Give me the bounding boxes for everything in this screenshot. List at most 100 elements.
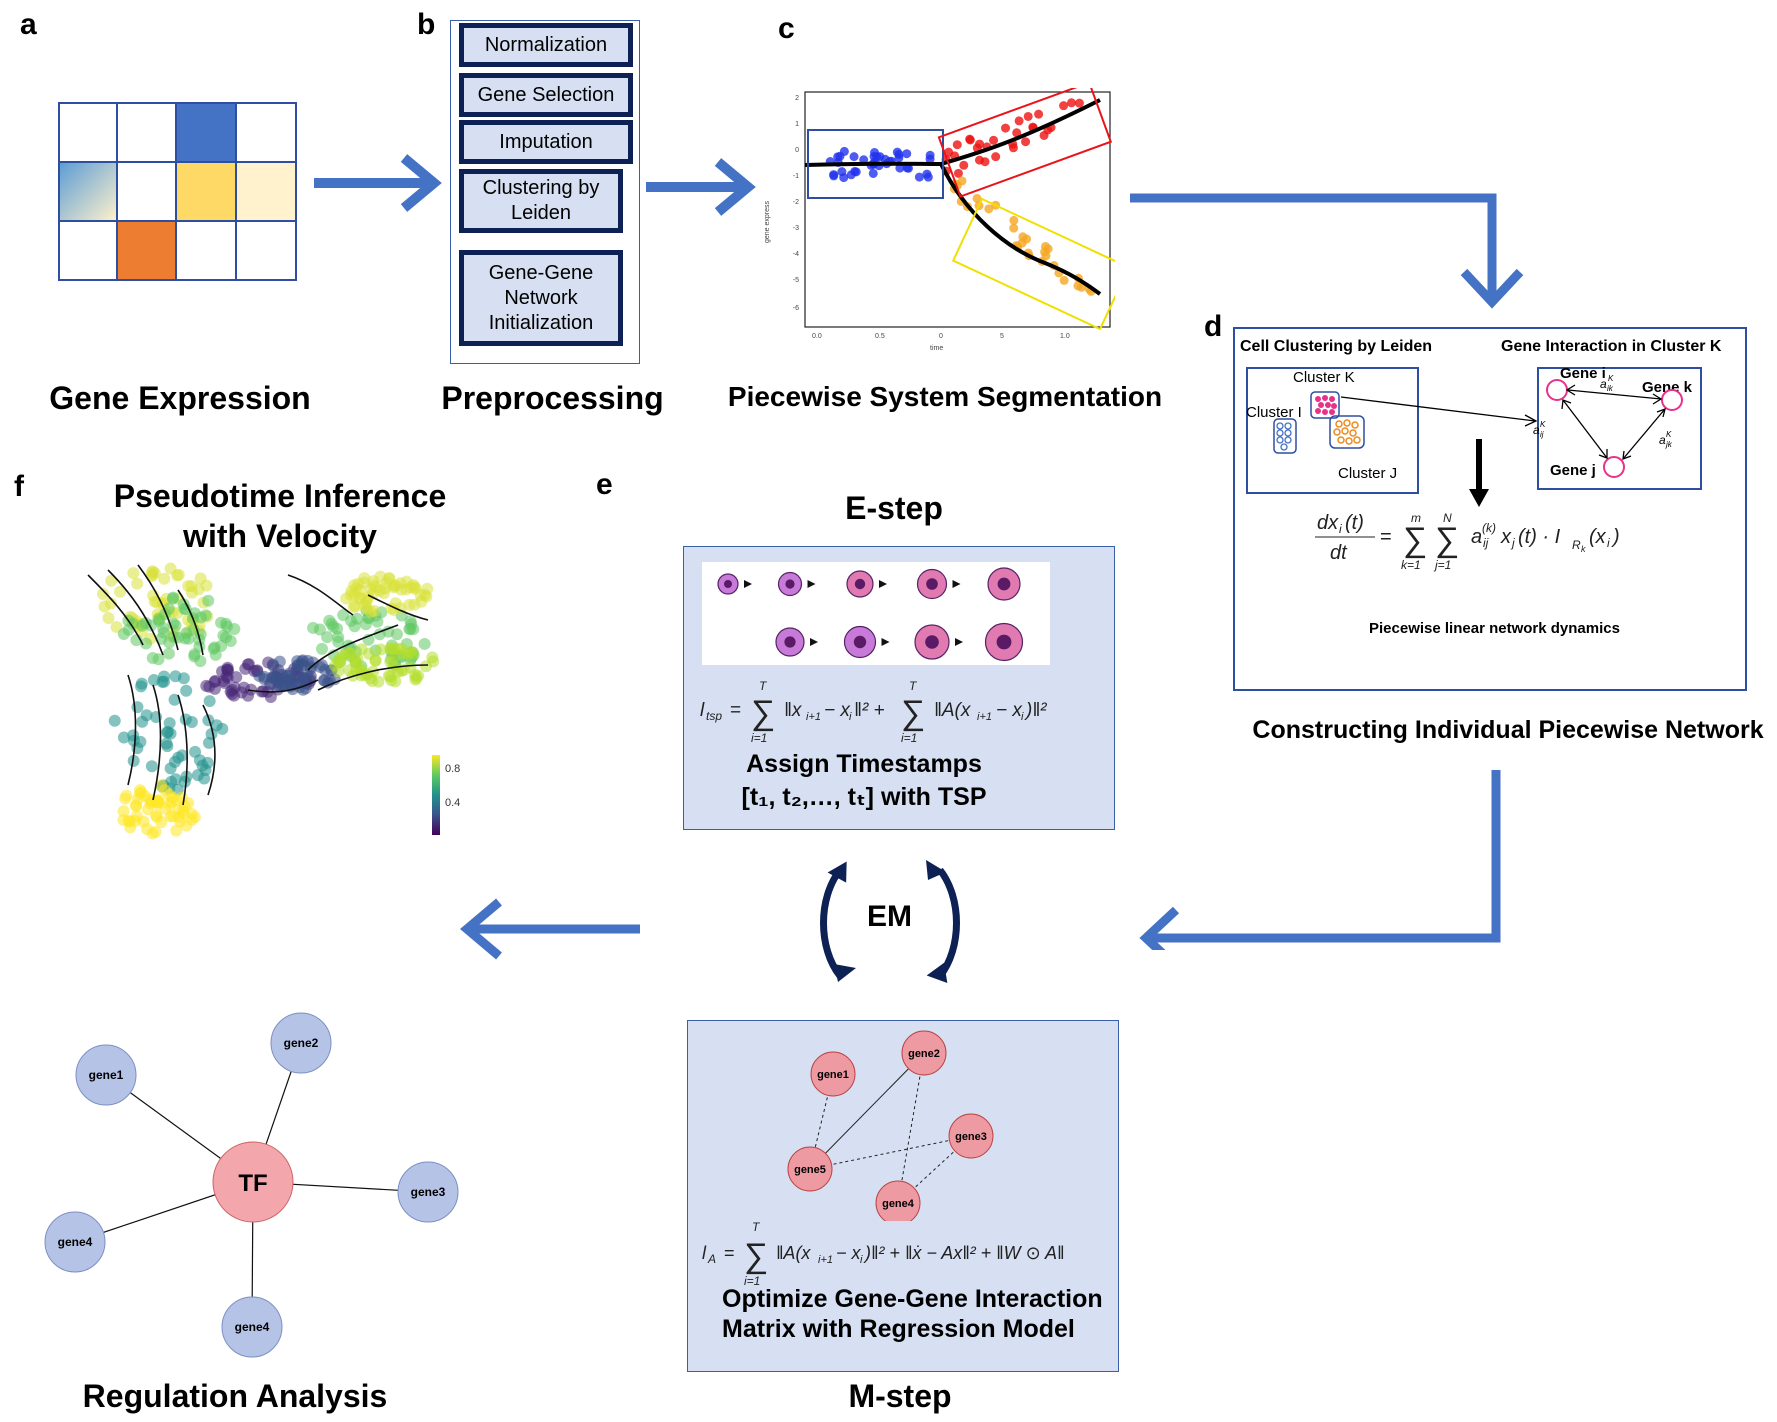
- embedding-dot: [337, 609, 350, 622]
- svg-text:∑: ∑: [744, 1237, 768, 1275]
- embedding-dot: [408, 582, 421, 595]
- embedding-dot: [185, 808, 198, 821]
- ytick: -4: [793, 251, 799, 258]
- gene-i-label: Gene i: [1560, 365, 1606, 382]
- preprocessing-stack: Normalization Gene Selection Imputation …: [450, 20, 640, 364]
- embedding-dot: [137, 815, 150, 828]
- embedding-dot: [392, 642, 405, 655]
- arrow-right-icon: [879, 580, 887, 588]
- svg-text:(x: (x: [1589, 526, 1607, 548]
- scatter-dot: [1023, 111, 1033, 121]
- scatter-dot: [914, 172, 924, 182]
- embedding-dot: [321, 631, 334, 644]
- embedding-dot: [348, 620, 361, 633]
- embedding-dot: [160, 737, 173, 750]
- ytick: 2: [795, 95, 799, 102]
- colorbar-tick-low: 0.4: [445, 797, 460, 809]
- embedding-dot: [182, 797, 195, 810]
- embedding-dot: [299, 682, 312, 695]
- svg-text:ij: ij: [1483, 536, 1489, 550]
- embedding-dot: [161, 725, 174, 738]
- embedding-dot: [196, 759, 209, 772]
- step-network-init: Gene-Gene Network Initialization: [459, 250, 623, 346]
- segmentation-scatter: 2 1 0 -1 -2 -3 -4 -5 -6 0.0 0.5 0 5 1.0 …: [764, 88, 1115, 352]
- cell-nucleus-icon: [925, 635, 939, 649]
- mstep-node-gene2: gene2: [908, 1048, 940, 1060]
- reg-node-gene3: gene3: [411, 1185, 446, 1199]
- arrow-left-icon: [1139, 770, 1501, 950]
- embedding-dot: [169, 773, 182, 786]
- svg-text:ij: ij: [1540, 430, 1544, 439]
- svg-text:(k): (k): [1482, 521, 1496, 535]
- tf-node: TF: [238, 1170, 267, 1197]
- svg-text:∑: ∑: [901, 694, 925, 732]
- scatter-dot: [1043, 244, 1053, 254]
- cell-nucleus-icon: [784, 636, 796, 648]
- embedding-dot: [157, 626, 170, 639]
- reg-node-gene1: gene1: [89, 1068, 124, 1082]
- embedding-dot: [202, 594, 215, 607]
- ytick: -2: [793, 199, 799, 206]
- scatter-dot: [984, 204, 994, 214]
- embedding-dot: [307, 621, 320, 634]
- scatter-dot: [1001, 123, 1011, 133]
- embedding-dot: [371, 615, 384, 628]
- scatter-dot: [1018, 232, 1028, 242]
- scatter-dot: [1021, 137, 1031, 147]
- embedding-dot: [367, 579, 380, 592]
- step-clustering: Clustering by Leiden: [459, 169, 623, 233]
- ytick: 0: [795, 147, 799, 154]
- scatter-dot: [1059, 101, 1069, 111]
- embedding-dot: [130, 798, 143, 811]
- embedding-dot: [98, 600, 111, 613]
- arrow-right-icon: [646, 158, 756, 216]
- panel-label-d: d: [1204, 310, 1223, 343]
- reg-node-gene4b: gene4: [235, 1320, 270, 1334]
- mstep-node-gene3: gene3: [955, 1131, 987, 1143]
- scatter-dot: [902, 149, 912, 159]
- scatter-dot: [1039, 130, 1049, 140]
- embedding-dot: [158, 784, 171, 797]
- svg-text:‖A(x: ‖A(x: [934, 700, 972, 721]
- embedding-dot: [191, 769, 204, 782]
- arrow-right-icon: [744, 580, 752, 588]
- embedding-dot: [135, 786, 148, 799]
- title-regulation: Regulation Analysis: [82, 1378, 388, 1414]
- panel-label-e: e: [596, 468, 613, 501]
- estep-line2: [t₁, t₂,…, tₜ] with TSP: [741, 783, 987, 811]
- embedding-dot: [209, 648, 222, 661]
- scatter-dot: [895, 163, 905, 173]
- svg-text:a: a: [1471, 526, 1482, 548]
- scatter-dot: [1066, 98, 1076, 108]
- svg-text:∑: ∑: [1435, 521, 1459, 559]
- embedding-dot: [194, 572, 207, 585]
- panel-label-b: b: [417, 8, 436, 41]
- svg-text:l: l: [700, 700, 705, 721]
- gene-network-mstep: gene1 gene2 gene3 gene4 gene5: [787, 1030, 994, 1221]
- embedding-dot: [340, 592, 353, 605]
- svg-text:i=1: i=1: [751, 731, 767, 745]
- embedding-dot: [170, 824, 183, 837]
- embedding-dot: [321, 676, 334, 689]
- embedding-dot: [195, 611, 208, 624]
- embedding-dot: [131, 701, 144, 714]
- ytick: 1: [795, 121, 799, 128]
- embedding-dot: [298, 671, 311, 684]
- scatter-dot: [849, 152, 859, 162]
- svg-text:dt: dt: [1330, 542, 1348, 564]
- embedding-dot: [156, 675, 169, 688]
- xtick: 0.0: [812, 333, 822, 340]
- arrow-right-icon: [810, 638, 818, 646]
- colorbar-tick-high: 0.8: [445, 763, 460, 775]
- svg-text:‖² +: ‖² +: [854, 700, 885, 721]
- embedding-dot: [162, 647, 175, 660]
- svg-text:x: x: [1500, 526, 1512, 548]
- svg-text:(t): (t): [1345, 512, 1364, 534]
- mstep-node-gene4: gene4: [882, 1198, 915, 1210]
- embedding-dot: [140, 709, 153, 722]
- scatter-dot: [1009, 215, 1019, 225]
- mstep-node-gene1: gene1: [817, 1069, 849, 1081]
- svg-text:K: K: [1666, 430, 1672, 439]
